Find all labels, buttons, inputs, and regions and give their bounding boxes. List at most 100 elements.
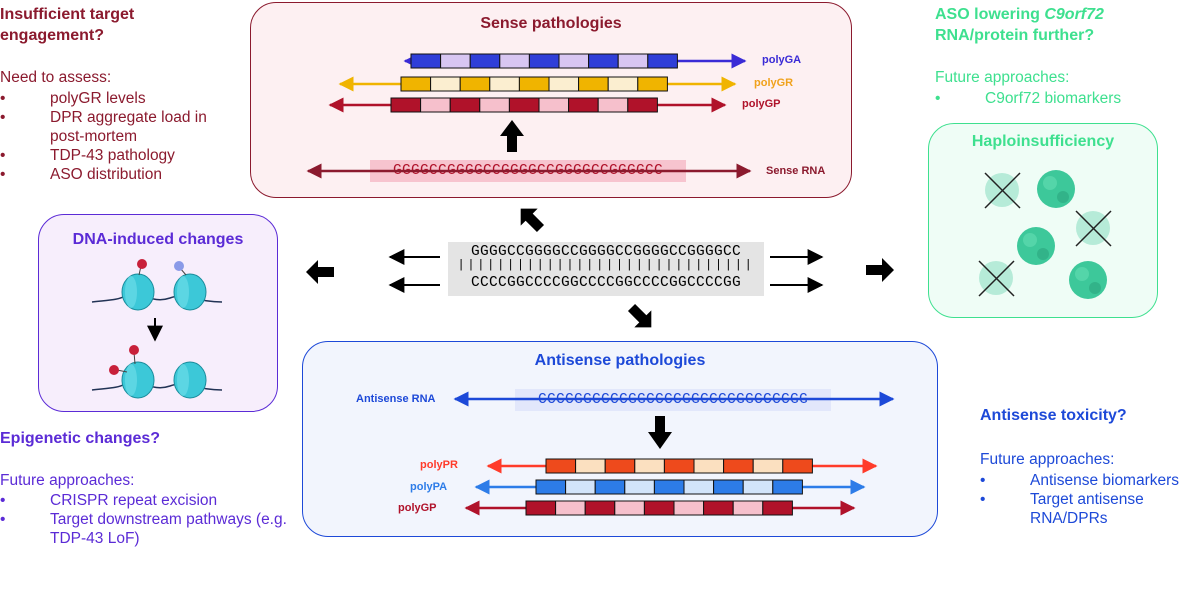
peptide-block <box>565 479 596 495</box>
methyl-mark-icon <box>137 259 147 269</box>
protein-icon <box>1017 227 1055 265</box>
polygp-antisense-label: polyGP <box>398 502 437 514</box>
peptide-block <box>617 53 649 69</box>
aso-lowering-title: ASO lowering C9orf72 RNA/protein further… <box>935 4 1195 46</box>
peptide-block <box>643 500 675 516</box>
peptide-block <box>762 500 793 516</box>
aso-future-heading: Future approaches: <box>935 69 1070 86</box>
polygr-peptide-chain <box>400 76 668 92</box>
peptide-block <box>489 76 520 92</box>
peptide-block <box>449 97 481 113</box>
epigenetic-future-list: CRISPR repeat excision Target downstream… <box>0 491 290 548</box>
assess-item: TDP-43 pathology <box>0 146 240 165</box>
peptide-block <box>578 76 609 92</box>
peptide-block <box>588 53 619 69</box>
haploinsufficiency-box: Haploinsufficiency <box>928 123 1158 318</box>
peptide-block <box>508 97 540 113</box>
peptide-block <box>528 53 560 69</box>
peptide-block <box>568 97 599 113</box>
peptide-block <box>683 479 715 495</box>
antisense-future-item: Antisense biomarkers <box>980 471 1180 490</box>
polypa-label: polyPA <box>410 481 448 493</box>
peptide-block <box>499 53 530 69</box>
peptide-block <box>440 53 471 69</box>
sense-rna-label: Sense RNA <box>766 165 826 177</box>
polyga-label: polyGA <box>762 54 802 66</box>
protein-crossed-icon <box>978 260 1015 297</box>
peptide-block <box>607 76 639 92</box>
polygr-label: polyGR <box>754 77 794 89</box>
epigenetic-title: Epigenetic changes? <box>0 430 161 447</box>
polygp-antisense-peptide-chain <box>525 500 793 516</box>
peptide-block <box>410 53 442 69</box>
need-to-assess-heading: Need to assess: <box>0 69 112 86</box>
polypr-label: polyPR <box>420 459 458 471</box>
peptide-block <box>653 479 685 495</box>
peptide-block <box>782 458 813 474</box>
protein-crossed-icon <box>984 172 1021 209</box>
peptide-block <box>604 458 636 474</box>
arrow-to-antisense <box>627 303 652 328</box>
peptide-block <box>420 97 451 113</box>
peptide-block <box>584 500 616 516</box>
peptide-block <box>614 500 645 516</box>
peptide-block <box>732 500 764 516</box>
antisense-rna-label: Antisense RNA <box>356 393 436 405</box>
antisense-future-list: Antisense biomarkers Target antisense RN… <box>980 471 1180 528</box>
nucleosome-illustration-bottom <box>91 345 223 399</box>
assess-list: polyGR levels DPR aggregate load in post… <box>0 89 240 184</box>
antisense-translation-arrow <box>648 416 672 449</box>
polypa-peptide-chain <box>535 479 803 495</box>
arrow-to-dna-changes <box>306 260 334 284</box>
antisense-box-title: Antisense pathologies <box>534 352 706 369</box>
peptide-block <box>693 458 725 474</box>
peptide-block <box>479 97 510 113</box>
acetyl-mark-icon <box>174 261 184 271</box>
peptide-block <box>525 500 557 516</box>
peptide-block <box>637 76 668 92</box>
dna-top-strand: GGGGCCGGGGCCGGGGCCGGGGCCGGGGCC <box>470 244 742 260</box>
antisense-future-heading: Future approaches: <box>980 451 1115 468</box>
nucleosome-illustration-top <box>91 259 223 311</box>
dna-induced-changes-box: DNA-induced changes <box>38 214 278 412</box>
aso-title-prefix: ASO lowering <box>935 6 1045 23</box>
epigenetic-future-item: Target downstream pathways (e.g. TDP-43 … <box>0 510 290 548</box>
dna-bottom-strand: CCCCGGCCCCGGCCCCGGCCCCGGCCCCGG <box>470 275 742 291</box>
peptide-block <box>518 76 550 92</box>
peptide-block <box>647 53 678 69</box>
methyl-mark-icon <box>109 365 119 375</box>
peptide-block <box>663 458 695 474</box>
peptide-block <box>597 97 629 113</box>
peptide-block <box>634 458 665 474</box>
peptide-block <box>624 479 655 495</box>
peptide-block <box>742 479 774 495</box>
polypr-peptide-chain <box>545 458 813 474</box>
polyga-peptide-chain <box>410 53 678 69</box>
polygp-label: polyGP <box>742 98 781 110</box>
peptide-block <box>627 97 658 113</box>
peptide-block <box>548 76 580 92</box>
assess-item: DPR aggregate load in post-mortem <box>0 108 240 146</box>
polygp-peptide-chain <box>390 97 658 113</box>
peptide-block <box>390 97 422 113</box>
peptide-block <box>535 479 567 495</box>
peptide-block <box>673 500 705 516</box>
protein-crossed-icon <box>1075 210 1112 247</box>
epigenetic-future-item: CRISPR repeat excision <box>0 491 290 510</box>
peptide-block <box>400 76 432 92</box>
dna-box-title: DNA-induced changes <box>72 231 244 248</box>
arrow-to-haplo <box>866 258 894 282</box>
methyl-mark-icon <box>129 345 139 355</box>
peptide-block <box>545 458 577 474</box>
arrow-to-sense <box>520 208 545 233</box>
peptide-block <box>703 500 734 516</box>
peptide-block <box>430 76 461 92</box>
peptide-block <box>575 458 606 474</box>
sense-box-title: Sense pathologies <box>480 15 622 32</box>
dna-base-pairs: |||||||||||||||||||||||||||||| <box>457 258 755 272</box>
peptide-block <box>752 458 784 474</box>
peptide-block <box>594 479 626 495</box>
haplo-box-title: Haploinsufficiency <box>971 133 1115 150</box>
assess-item: ASO distribution <box>0 165 240 184</box>
aso-future-list: C9orf72 biomarkers <box>935 89 1185 108</box>
